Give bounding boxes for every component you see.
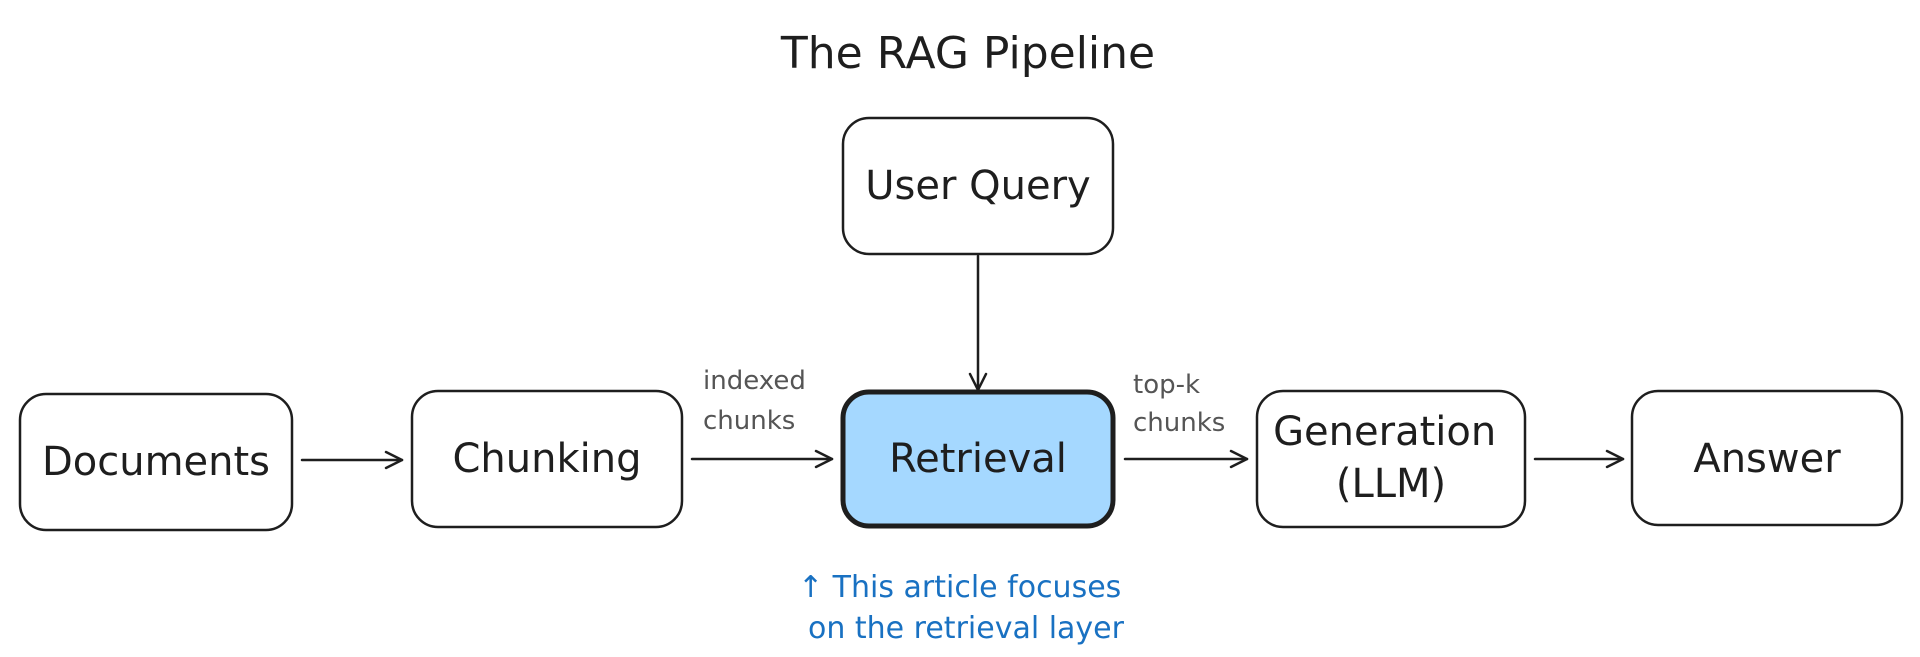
node-answer: Answer <box>1630 389 1904 527</box>
edge-label-line: top-k <box>1133 370 1200 400</box>
edge-label-line: chunks <box>703 406 795 436</box>
node-label: Chunking <box>452 436 641 482</box>
edge-label-line: indexed <box>703 366 806 396</box>
edge-label-top-k-chunks: top-k chunks <box>1133 370 1225 438</box>
node-label: Retrieval <box>889 436 1067 482</box>
node-label: Answer <box>1693 436 1841 482</box>
node-retrieval: Retrieval <box>840 389 1116 529</box>
node-box <box>1255 389 1527 529</box>
node-box-highlighted <box>840 389 1116 529</box>
edge-label-line: chunks <box>1133 408 1225 438</box>
edge-chunking-to-retrieval: indexed chunks <box>690 366 834 469</box>
node-label-line: Generation <box>1273 409 1496 455</box>
node-label: Generation (LLM) <box>1273 409 1509 507</box>
node-label-line: (LLM) <box>1336 461 1446 507</box>
node-chunking: Chunking <box>410 389 684 529</box>
note-line: ↑ This article focuses <box>798 570 1121 605</box>
node-box <box>1630 389 1904 527</box>
note-line: on the retrieval layer <box>808 611 1125 646</box>
node-label: User Query <box>865 163 1090 209</box>
diagram-title: The RAG Pipeline <box>780 28 1155 79</box>
edge-retrieval-to-generation: top-k chunks <box>1123 370 1249 469</box>
retrieval-focus-note: ↑ This article focuses on the retrieval … <box>798 570 1131 646</box>
node-label: Documents <box>42 439 270 485</box>
node-generation: Generation (LLM) <box>1255 389 1527 529</box>
edge-label-indexed-chunks: indexed chunks <box>703 366 814 436</box>
node-box <box>18 392 294 532</box>
node-box <box>410 389 684 529</box>
node-user-query: User Query <box>841 116 1115 256</box>
node-documents: Documents <box>18 392 294 532</box>
node-box <box>841 116 1115 256</box>
